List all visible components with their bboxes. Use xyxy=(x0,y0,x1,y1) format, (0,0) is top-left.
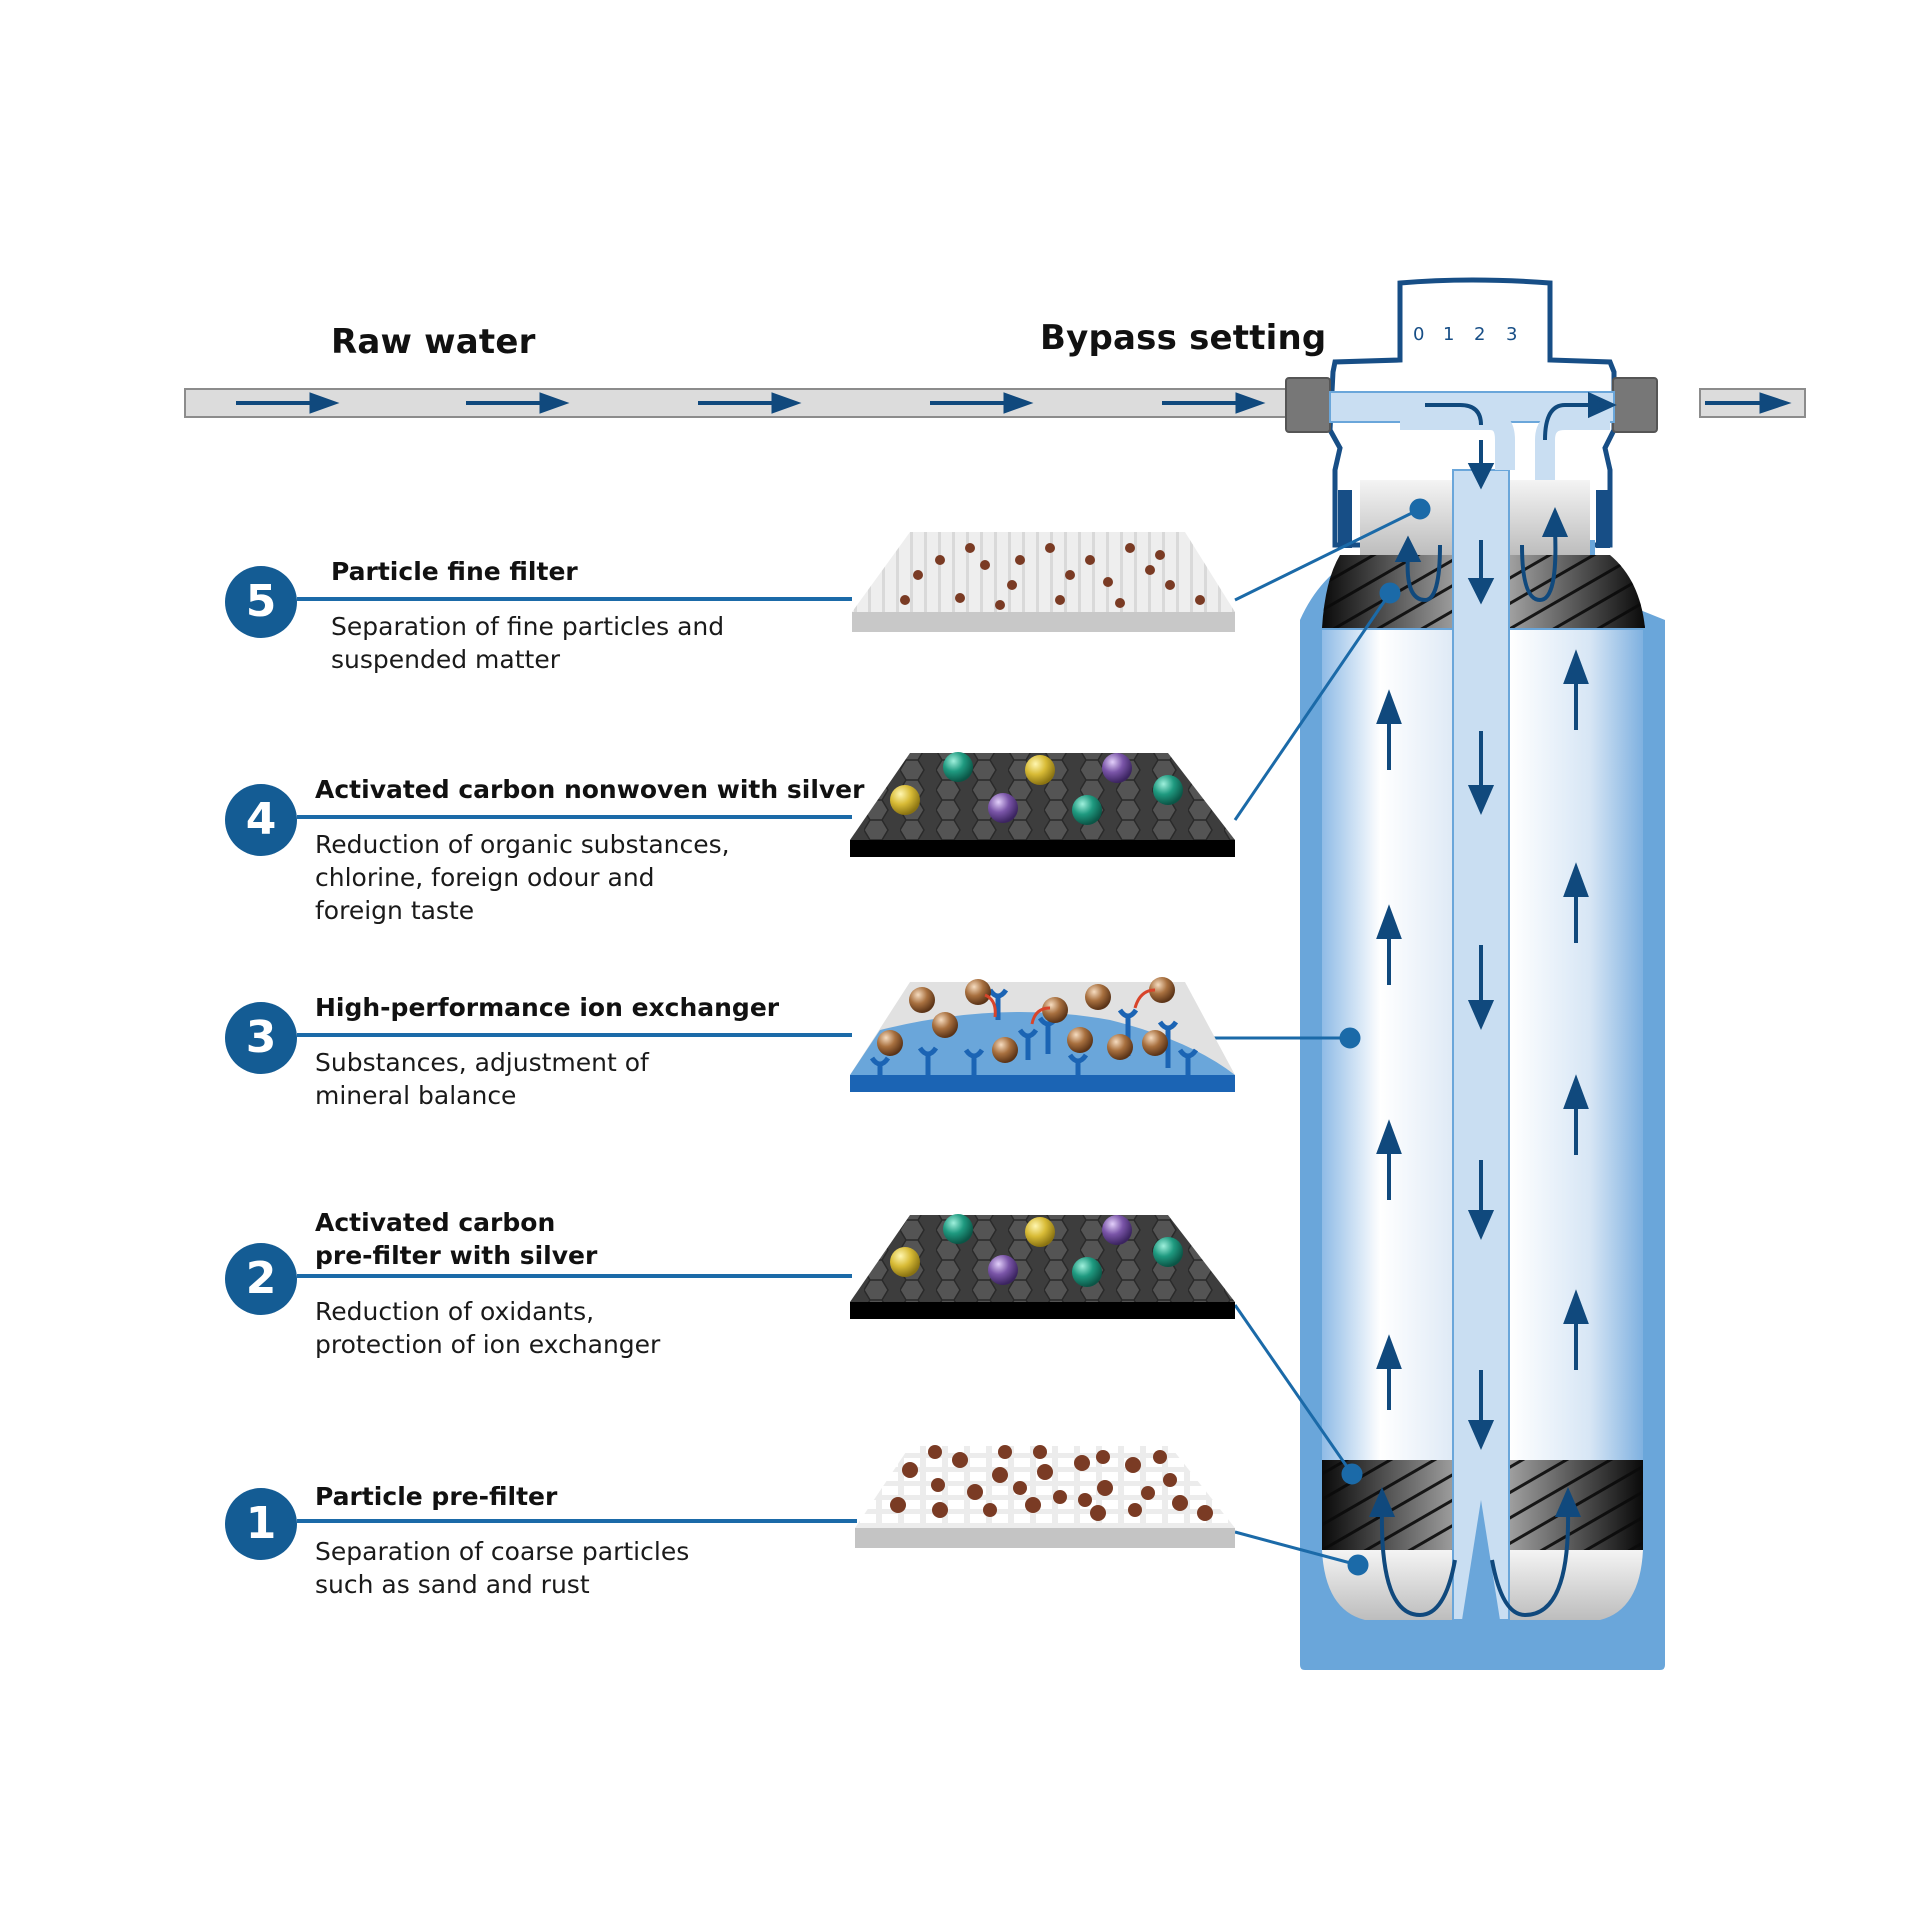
stage-4-badge: 4 xyxy=(225,784,297,856)
ion-exchanger-layer xyxy=(850,977,1235,1092)
bypass-setting-heading: Bypass setting xyxy=(1040,318,1327,358)
stage-2-badge: 2 xyxy=(225,1243,297,1315)
bypass-scale-0: 0 xyxy=(1413,324,1424,345)
bypass-scale: 0 1 2 3 xyxy=(1413,324,1517,345)
stage-2-title: Activated carbon pre-filter with silver xyxy=(315,1208,598,1270)
bypass-scale-3: 3 xyxy=(1506,324,1517,345)
stage-4-leader xyxy=(297,815,852,819)
fine-filter-layer xyxy=(852,532,1235,632)
bypass-scale-2: 2 xyxy=(1474,324,1485,345)
leader-lines xyxy=(1210,498,1431,1576)
stage-2-description: Reduction of oxidants, protection of ion… xyxy=(315,1297,661,1359)
pre-filter-layer xyxy=(855,1445,1235,1548)
stage-3-title: High-performance ion exchanger xyxy=(315,993,780,1022)
stage-3-description: Substances, adjustment of mineral balanc… xyxy=(315,1048,649,1110)
stage-4-title: Activated carbon nonwoven with silver xyxy=(315,775,865,804)
stage-3-badge: 3 xyxy=(225,1002,297,1074)
stage-5-description: Separation of fine particles and suspend… xyxy=(331,612,725,674)
stage-5-title: Particle fine filter xyxy=(331,557,578,586)
flow-arrows-inlet xyxy=(236,392,1792,414)
activated-carbon-layer-2 xyxy=(850,1214,1235,1319)
flow-arrows-internal xyxy=(1368,391,1617,1618)
stage-3-leader xyxy=(297,1033,852,1037)
stage-1-description: Separation of coarse particles such as s… xyxy=(315,1537,690,1599)
stage-5-leader xyxy=(297,597,852,601)
stage-1-title: Particle pre-filter xyxy=(315,1482,558,1511)
raw-water-heading: Raw water xyxy=(331,322,536,362)
bypass-scale-1: 1 xyxy=(1443,324,1454,345)
stage-4-description: Reduction of organic substances, chlorin… xyxy=(315,830,730,925)
inlet-pipe xyxy=(184,388,1806,418)
stage-5-badge: 5 xyxy=(225,566,297,638)
stage-2-leader xyxy=(297,1274,852,1278)
stage-1-leader xyxy=(297,1519,857,1523)
activated-carbon-layer-4 xyxy=(850,752,1235,857)
stage-1-badge: 1 xyxy=(225,1488,297,1560)
